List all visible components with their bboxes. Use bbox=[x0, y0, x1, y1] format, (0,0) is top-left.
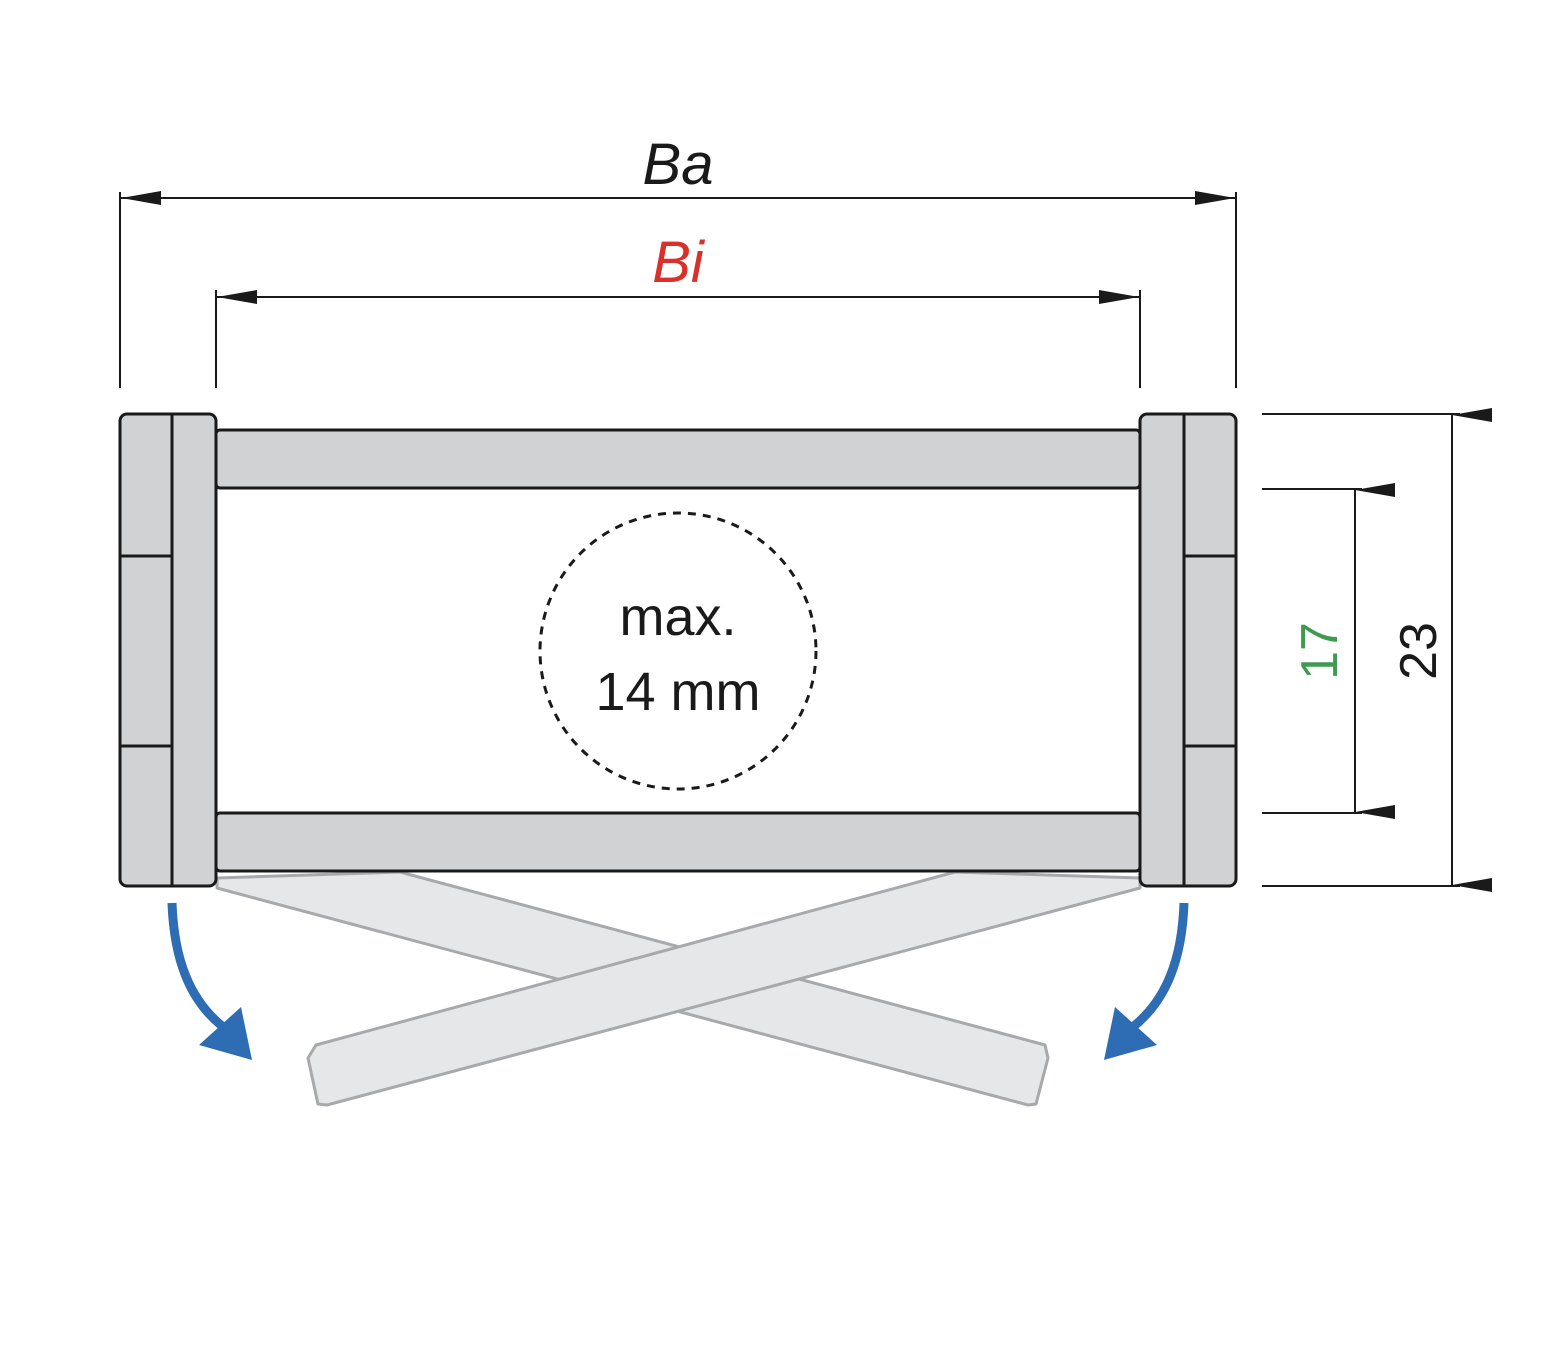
right-side-link bbox=[1138, 412, 1238, 888]
inner-width-label: Bi bbox=[652, 230, 706, 295]
outer-width-dimension bbox=[119, 191, 1237, 388]
right-opening-arrow bbox=[1104, 902, 1189, 1060]
outer-height-label: 23 bbox=[1390, 622, 1448, 680]
opened-crossbars bbox=[215, 870, 1142, 1107]
inner-width-dimension bbox=[215, 290, 1141, 388]
inner-height-dimension bbox=[1262, 483, 1395, 819]
capacity-label-line2: 14 mm bbox=[595, 662, 760, 722]
left-side-link bbox=[118, 412, 218, 888]
max-cable-diameter-circle bbox=[538, 511, 818, 791]
outer-width-label: Ba bbox=[643, 132, 714, 197]
outer-height-dimension bbox=[1262, 408, 1492, 892]
left-opening-arrow bbox=[167, 902, 252, 1060]
bottom-crossbar bbox=[214, 811, 1142, 873]
top-crossbar bbox=[214, 428, 1142, 490]
inner-height-label: 17 bbox=[1291, 622, 1349, 680]
capacity-label-line1: max. bbox=[619, 587, 736, 647]
opened-crossbar-right-to-left bbox=[306, 870, 1142, 1107]
